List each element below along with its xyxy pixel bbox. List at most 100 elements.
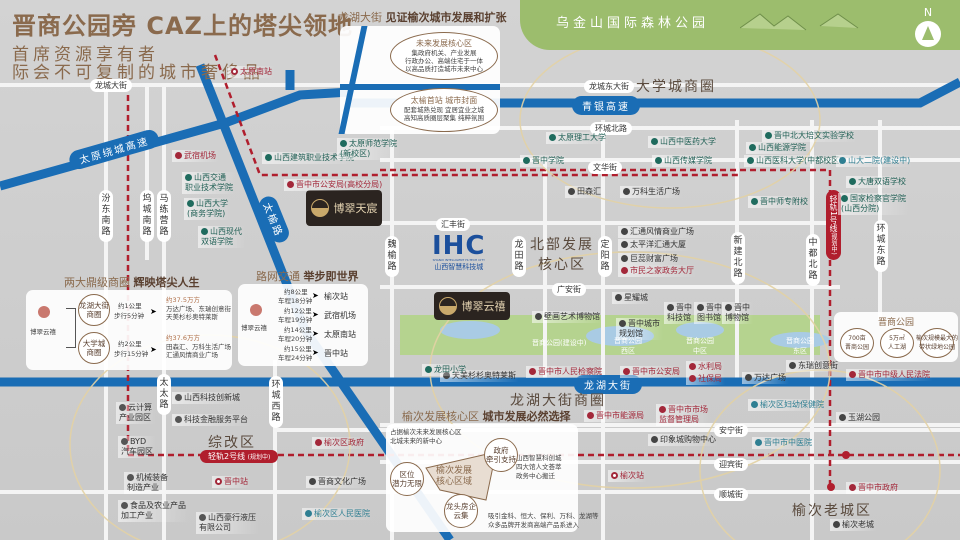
poi-com[interactable]: 晋中 博物馆 [722, 302, 753, 324]
poi-com[interactable]: 榆次老城 [830, 519, 877, 531]
poi-edu[interactable]: 山西交通 职业技术学院 [182, 172, 236, 194]
poi-gov[interactable]: 晋中市中级人民法院 [846, 369, 933, 381]
road-huancheng-east: 环城东路 [874, 220, 888, 272]
location-pin-icon [250, 304, 262, 316]
poi-com[interactable]: 晋中城市 规划馆 [616, 318, 663, 340]
poi-marker-icon [839, 157, 846, 164]
road-malian: 马练营路 [157, 190, 171, 242]
poi-edu[interactable]: 龙田小学 [422, 364, 469, 376]
poi-marker-icon [535, 313, 542, 320]
arrow-right-icon: ➤ [312, 348, 319, 357]
poi-com[interactable]: 晋商文化广场 [306, 476, 369, 488]
poi-ind[interactable]: BYD 汽车园区 [118, 436, 156, 458]
road-huancheng-west: 环城西路 [269, 376, 283, 428]
poi-marker-icon [619, 320, 626, 327]
poi-edu[interactable]: 山西建筑职业技术学院 [262, 152, 357, 164]
poi-com[interactable]: 星耀城 [612, 292, 651, 304]
poi-gov[interactable]: 水利局 [686, 361, 725, 373]
poi-edu[interactable]: 山西大学 (商务学院) [184, 198, 231, 220]
poi-gov[interactable]: 晋中市公安局 [620, 366, 683, 378]
poi-com[interactable]: 印象城购物中心 [648, 434, 719, 446]
arrow-right-icon: ➤ [150, 307, 157, 316]
poi-marker-icon [751, 401, 758, 408]
poi-marker-icon [199, 514, 206, 521]
poi-hos[interactable]: 榆次区妇幼保健院 [748, 399, 827, 411]
poi-sta[interactable]: 晋中站 [212, 476, 251, 488]
poi-marker-icon [655, 157, 662, 164]
poi-gov[interactable]: 晋中市能源局 [584, 410, 647, 422]
poi-ind[interactable]: 机械装备 制造产业 [124, 472, 171, 494]
poi-com[interactable]: 晋中 科技馆 [664, 302, 695, 324]
poi-edu[interactable]: 山西传媒学院 [652, 155, 715, 167]
poi-edu[interactable]: 大唐双语学校 [846, 176, 909, 188]
poi-marker-icon [751, 198, 758, 205]
poi-hos[interactable]: 晋中市中医院 [752, 437, 815, 449]
poi-marker-icon [621, 228, 628, 235]
poi-marker-icon [611, 472, 618, 479]
poi-marker-icon [621, 267, 628, 274]
poi-com[interactable]: 太平洋汇通大厦 [618, 239, 689, 251]
poi-ind[interactable]: 山西科技创新城 [172, 392, 243, 404]
circles-card: 博翠云禧 龙湖大街 商圈 约1公里 步行5分钟 ➤ 约37.5万方 万达广场、东… [26, 290, 232, 370]
poi-edu[interactable]: 晋中北大培文实验学校 [762, 130, 857, 142]
poi-gov[interactable]: 晋中市人民检察院 [526, 366, 605, 378]
poi-marker-icon [755, 439, 762, 446]
project-boyun-logo[interactable]: 博翠云禧 [434, 292, 510, 320]
poi-edu[interactable]: 晋中学院 [520, 155, 567, 167]
poi-ind[interactable]: 科技金融服务平台 [172, 414, 251, 426]
poi-com[interactable]: 巨蕊财富广场 [618, 253, 681, 265]
rail-line-2: 轻轨2号线 (规划中) [200, 450, 279, 463]
poi-com[interactable]: 田森汇 [565, 186, 604, 198]
poi-ind[interactable]: 食品及农业产品 加工产业 [118, 500, 189, 522]
poi-marker-icon [309, 478, 316, 485]
poi-marker-icon [185, 174, 192, 181]
poi-gov[interactable]: 市民之家政务大厅 [618, 265, 697, 277]
compass-label: N [923, 6, 933, 19]
road-zhongdu: 中都北路 [806, 234, 820, 286]
poi-gov[interactable]: 晋中市政府 [846, 482, 901, 494]
poi-gov[interactable]: 榆次区政府 [312, 437, 367, 449]
poi-gov[interactable]: 社保局 [686, 373, 725, 385]
poi-marker-icon [340, 140, 347, 147]
poi-com[interactable]: 玉湖公园 [836, 412, 883, 424]
zone-north-core: 北部发展核心区 [530, 237, 594, 273]
park-construction-label: 晋商公园(建设中) [532, 339, 587, 347]
poi-edu[interactable]: 山西医科大学(中都校区) [744, 155, 846, 167]
poi-gov[interactable]: 晋中市市场 监督管理局 [656, 404, 711, 426]
poi-marker-icon [425, 366, 432, 373]
poi-hos[interactable]: 榆次区人民医院 [302, 508, 373, 520]
poi-edu[interactable]: 太原理工大学 [546, 132, 609, 144]
project-botian-logo[interactable]: 博翠天宸 [306, 190, 382, 226]
poi-com[interactable]: 万达广场 [742, 372, 789, 384]
zone-university: 大学城商圈 [636, 79, 716, 95]
park-feature: 榆次规模最大的 带状绿地公园 [916, 328, 958, 358]
poi-edu[interactable]: 山西能源学院 [746, 142, 809, 154]
poi-edu[interactable]: 山西中医药大学 [648, 136, 719, 148]
park-feature: 5万㎡ 人工湖 [880, 328, 914, 358]
traffic-card-title: 路网交通 举步即世界 [256, 270, 359, 283]
poi-com[interactable]: 万科生活广场 [620, 186, 683, 198]
poi-edu[interactable]: 太原师范学院 (新校区) [337, 138, 400, 160]
destination-label: 武宿机场 [324, 311, 356, 320]
poi-gov[interactable]: 武宿机场 [172, 150, 219, 162]
poi-edu[interactable]: 山西现代 双语学院 [198, 226, 245, 248]
poi-com[interactable]: 汇通风情商业广场 [618, 226, 697, 238]
park-west-label: 晋商公园 西区 [614, 337, 642, 355]
poi-sta[interactable]: 榆次站 [608, 470, 647, 482]
poi-com[interactable]: 东瑞创意街 [786, 360, 841, 372]
poi-marker-icon [523, 157, 530, 164]
poi-ind[interactable]: 山西豪行液压 有限公司 [196, 512, 259, 534]
traffic-card: 博翠云禧 约8公里 车程18分钟 ➤ 榆次站约12公里 车程19分钟 ➤ 武宿机… [238, 284, 368, 366]
poi-edu[interactable]: 国家检察官学院 (山西分院) [838, 193, 909, 215]
poi-com[interactable]: 壁画艺术博物馆 [532, 311, 603, 323]
poi-ind[interactable]: 云计算 产业园区 [116, 402, 155, 424]
poi-gov[interactable]: 晋中市公安局(高校分局) [284, 179, 386, 191]
poi-sta[interactable]: 太原南站 [228, 66, 275, 78]
poi-edu[interactable]: 晋中师专附校 [748, 196, 811, 208]
poi-com[interactable]: 晋中 图书馆 [694, 302, 725, 324]
poi-marker-icon [841, 195, 848, 202]
poi-hos[interactable]: 山大二院(建设中) [836, 155, 914, 167]
poi-marker-icon [745, 374, 752, 381]
poi-marker-icon [215, 478, 222, 485]
